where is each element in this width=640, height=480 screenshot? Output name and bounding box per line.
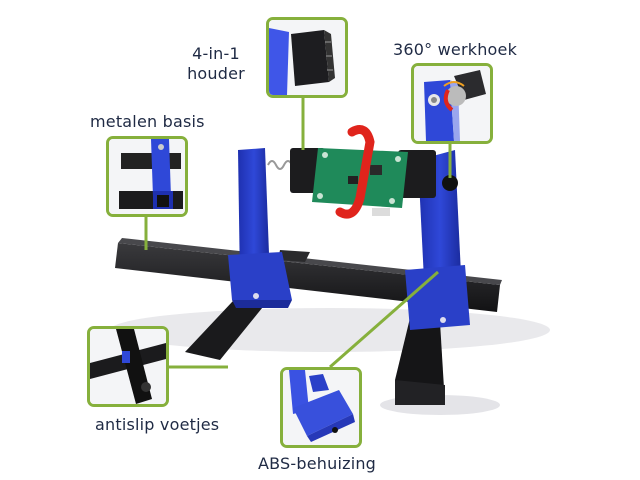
- callout-feet-closeup: [87, 326, 169, 407]
- callout-holder-closeup: [266, 17, 348, 98]
- label-holder: 4-in-1 houder: [178, 44, 254, 84]
- clamp-closeup-image: [269, 20, 345, 95]
- rotation-joint-closeup-image: [414, 66, 490, 141]
- label-holder-line1: 4-in-1: [192, 44, 240, 63]
- label-housing: ABS-behuizing: [258, 454, 377, 473]
- callout-base-closeup: [106, 136, 188, 217]
- callout-rotation-closeup: [411, 63, 493, 144]
- label-holder-line2: houder: [187, 64, 245, 83]
- label-rotation: 360° werkhoek: [393, 40, 518, 59]
- callout-housing-closeup: [280, 367, 362, 448]
- antislip-feet-closeup-image: [90, 329, 166, 404]
- label-base: metalen basis: [90, 112, 205, 131]
- metal-base-closeup-image: [109, 139, 185, 214]
- abs-housing-closeup-image: [283, 370, 359, 445]
- label-feet: antislip voetjes: [95, 415, 220, 434]
